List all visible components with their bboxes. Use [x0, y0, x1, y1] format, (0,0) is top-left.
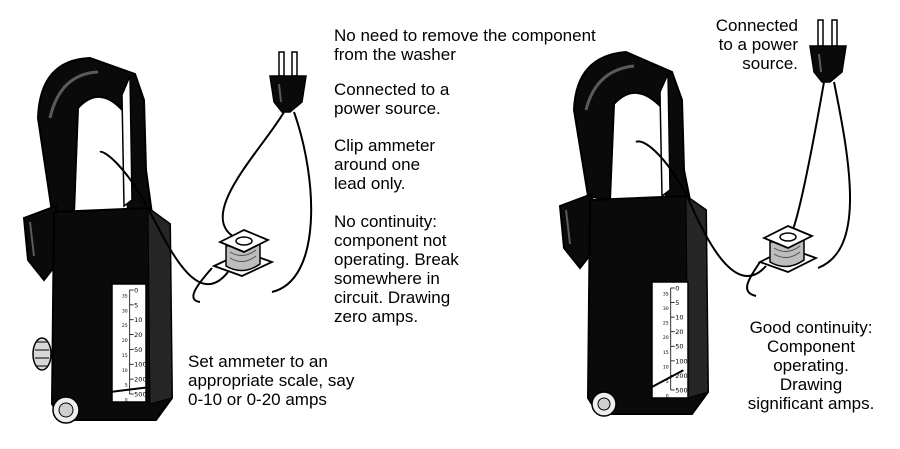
right-plug-highlight: [818, 53, 822, 73]
right-dial-left-label: 25: [663, 321, 669, 327]
right-dial-left-label: 10: [663, 364, 669, 370]
left-dial-left-label: 5: [125, 383, 128, 389]
right-plug-prong: [831, 19, 838, 47]
caption-no-continuity: No continuity: component not operating. …: [334, 212, 459, 326]
left-dial-face: [111, 283, 147, 403]
left-coil-winding-lines: [229, 249, 257, 262]
caption-clip-ammeter: Clip ammeter around one lead only.: [334, 136, 436, 193]
right-dial-right-label: 500: [675, 386, 687, 394]
right-dial-right-label: 200: [675, 372, 687, 380]
right-dial-left-label: 0: [666, 394, 669, 400]
right-dial-left-label: 5: [666, 379, 669, 385]
right-clamp-lead: [635, 140, 767, 277]
right-bottom-knob-center: [597, 397, 611, 411]
right-dial-left-label: 20: [663, 335, 669, 341]
right-dial-left-label: 35: [663, 292, 669, 298]
left-dial-right-label: 0: [134, 286, 138, 294]
left-coil-hole: [235, 236, 253, 246]
right-body-right-face: [685, 195, 709, 399]
right-dial-left-label: 30: [663, 306, 669, 312]
left-lever-highlight: [29, 221, 35, 257]
left-dial-left-label: 15: [122, 353, 128, 359]
left-plug-prong: [291, 51, 298, 77]
left-dial-right-label: 10: [134, 316, 142, 324]
left-dial-right-label: 20: [134, 331, 142, 339]
left-coil-winding: [225, 243, 261, 272]
left-lead-return: [192, 267, 213, 303]
left-power-cord-b: [271, 111, 313, 293]
right-jaw-highlight: [584, 64, 635, 111]
left-dial-left-label: 25: [122, 323, 128, 329]
left-clamp-lead: [99, 150, 229, 286]
right-coil-hole: [779, 232, 797, 242]
right-dial-right-label: 10: [675, 314, 683, 322]
left-power-cord-a: [221, 111, 285, 241]
right-power-cord-a: [791, 81, 825, 233]
left-jaw-highlight: [48, 70, 99, 119]
right-coil-winding: [769, 239, 805, 268]
right-dial-left-label: 15: [663, 350, 669, 356]
left-bottom-knob-center: [58, 402, 74, 418]
left-dial-left-label: 35: [122, 294, 128, 300]
caption-right-power-source: Connected to a power source.: [715, 16, 798, 73]
caption-good-continuity: Good continuity: Component operating. Dr…: [747, 318, 875, 413]
left-dial-left-label: 0: [125, 398, 128, 404]
right-dial-right-label: 0: [675, 284, 679, 292]
left-plug-prong: [278, 51, 285, 77]
right-coil-component: [757, 225, 819, 273]
left-dial-left-label: 20: [122, 338, 128, 344]
left-plug-highlight: [278, 83, 282, 103]
left-dial-right-label: 100: [134, 361, 146, 369]
left-jaw-inner-face: [121, 75, 133, 208]
left-coil-component: [211, 229, 275, 277]
right-dial-right-label: 50: [675, 343, 683, 351]
right-coil-winding-lines: [773, 245, 801, 258]
left-body-right-face: [147, 207, 173, 405]
right-meter-needle: [649, 369, 684, 389]
right-dial-right-label: 20: [675, 328, 683, 336]
right-dial-face: [651, 281, 689, 399]
right-jaw-inner-face: [659, 73, 671, 198]
right-plug-head: [809, 45, 847, 83]
left-dial-right-label: 200: [134, 376, 146, 384]
caption-washer: No need to remove the component from the…: [334, 26, 596, 64]
left-dial-right-label: 500: [134, 390, 146, 398]
right-plug-prong: [817, 19, 824, 47]
right-power-plug: [809, 19, 847, 83]
right-lead-return: [746, 261, 761, 297]
left-dial-left-label: 10: [122, 368, 128, 374]
left-side-knob-grip: [35, 341, 49, 367]
caption-set-scale: Set ammeter to an appropriate scale, say…: [188, 352, 355, 409]
left-meter-needle: [109, 386, 146, 393]
caption-left-power-source: Connected to a power source.: [334, 80, 450, 118]
right-lever-highlight: [565, 209, 571, 245]
right-dial-right-label: 5: [675, 299, 679, 307]
left-power-plug: [269, 51, 307, 113]
right-clamp-jaw: [572, 50, 692, 202]
left-dial-right-label: 50: [134, 346, 142, 354]
right-power-cord-b: [817, 81, 851, 269]
left-dial-left-label: 30: [122, 308, 128, 314]
left-plug-head: [269, 75, 307, 113]
right-dial-right-label: 100: [675, 357, 687, 365]
left-clamp-jaw: [36, 56, 154, 216]
left-dial-right-label: 5: [134, 301, 138, 309]
left-side-knob: [32, 337, 52, 371]
